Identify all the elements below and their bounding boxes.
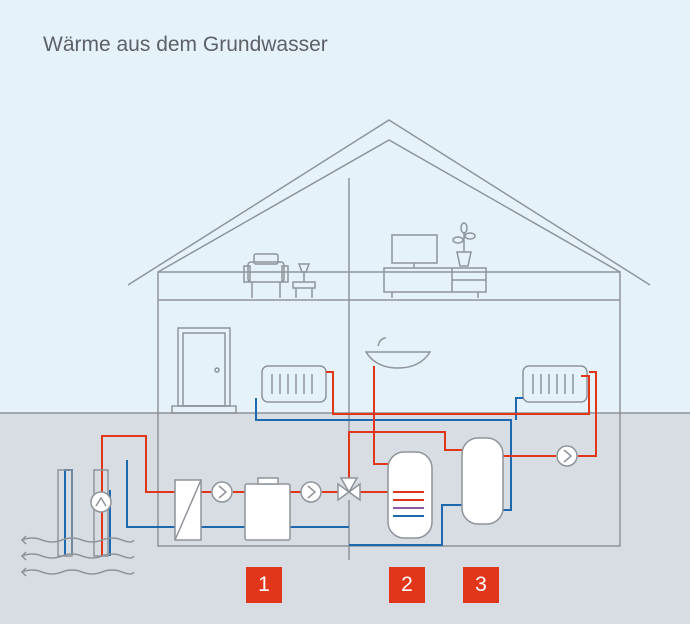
tv-stand-icon xyxy=(383,234,487,298)
hot-water-tank-icon xyxy=(387,451,433,539)
pump-3-icon xyxy=(556,445,578,467)
ground xyxy=(0,413,690,624)
buffer-tank-icon xyxy=(461,437,504,525)
heat-pump-unit-icon xyxy=(244,477,291,541)
badge-2: 2 xyxy=(389,567,425,603)
well-pump-icon xyxy=(90,491,112,513)
house-outline xyxy=(127,119,651,560)
heat-exchanger-icon xyxy=(174,479,202,541)
radiator-right-icon xyxy=(522,365,588,403)
roof-inner xyxy=(157,139,621,273)
hot-pipes xyxy=(101,366,597,556)
three-way-valve-icon xyxy=(337,477,361,502)
radiator-left-icon xyxy=(261,365,327,403)
pump-2-icon xyxy=(300,481,322,503)
lamp-icon xyxy=(292,263,316,298)
badge-3: 3 xyxy=(463,567,499,603)
plant-icon xyxy=(452,222,476,267)
diagram-title: Wärme aus dem Grundwasser xyxy=(43,33,328,56)
pump-1-icon xyxy=(211,481,233,503)
sink-icon xyxy=(364,337,432,369)
cold-pipes xyxy=(64,397,523,556)
badge-1: 1 xyxy=(246,567,282,603)
roof-outer xyxy=(127,119,651,286)
groundwater-waves xyxy=(20,535,135,577)
door-icon xyxy=(171,327,237,414)
armchair-icon xyxy=(243,253,289,298)
